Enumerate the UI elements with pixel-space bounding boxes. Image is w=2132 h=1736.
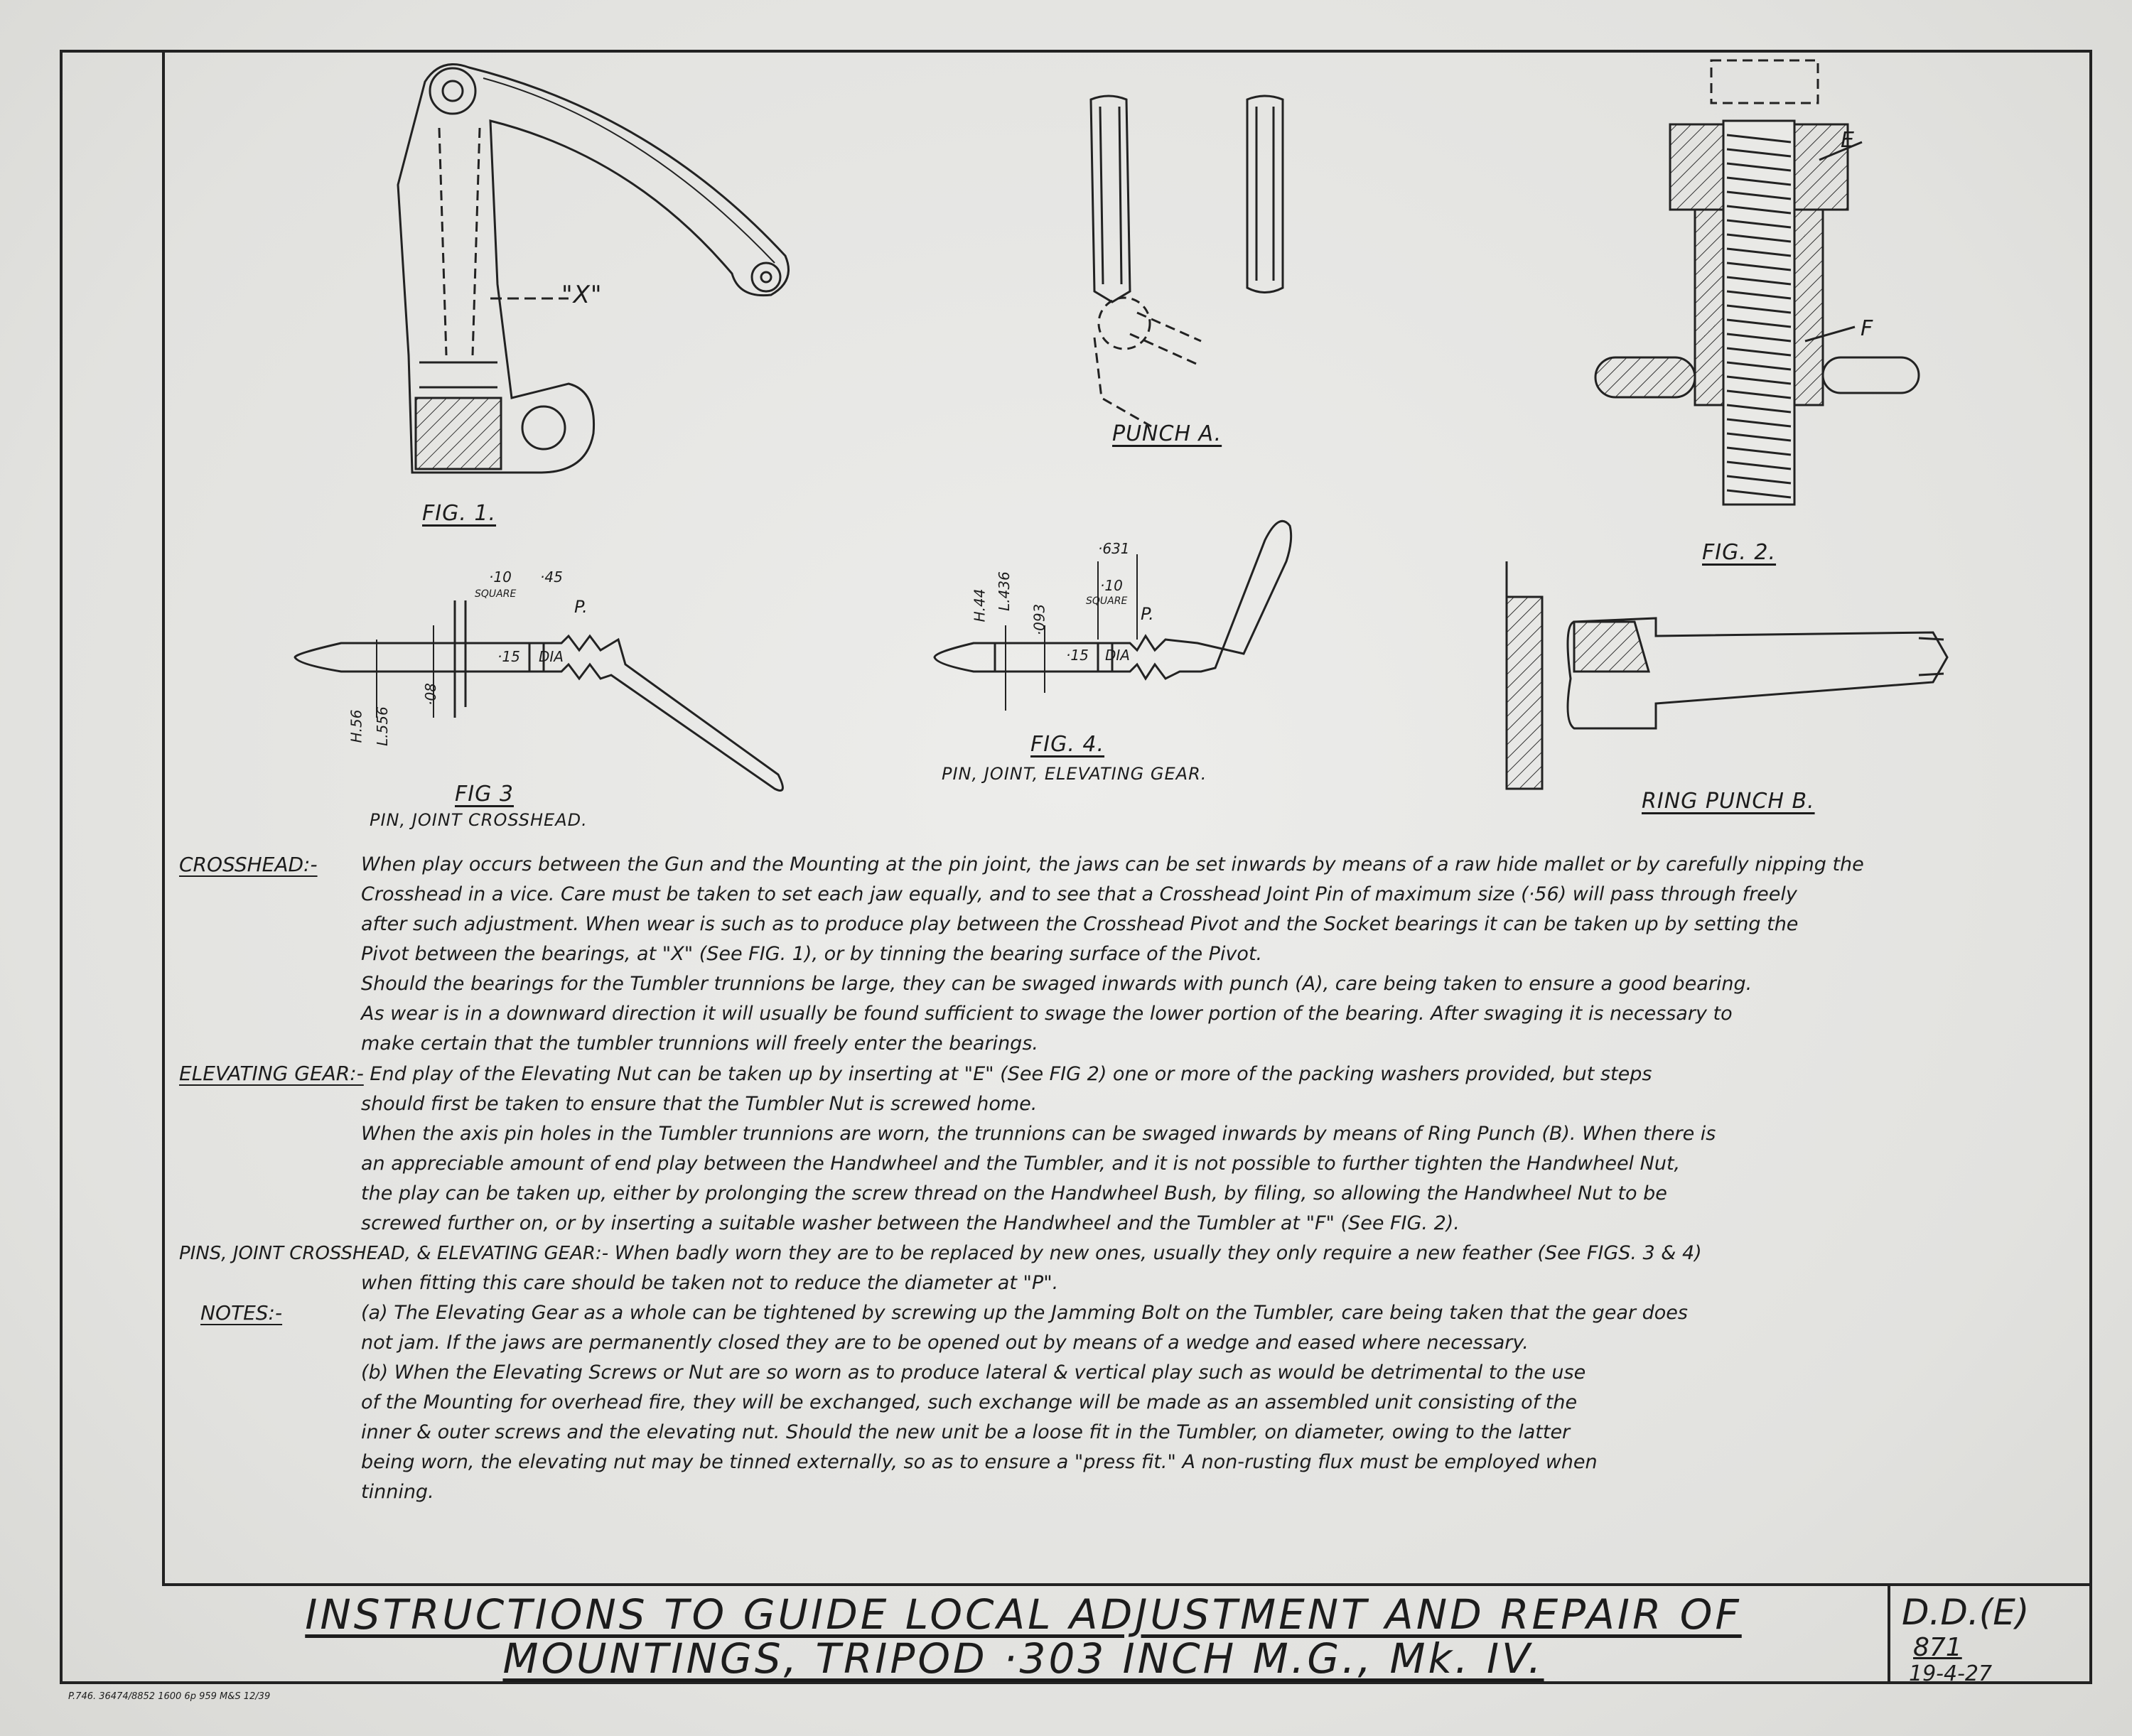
fig4-dim-093: ·093 (1030, 603, 1048, 636)
section-elevating-gear: ELEVATING GEAR:- End play of the Elevati… (179, 1059, 2055, 1239)
fig4-dim-square-size: ·10 (1100, 577, 1123, 594)
fig3-dim-square: SQUARE (475, 588, 517, 600)
section-elevating-gear-heading: ELEVATING GEAR:- (179, 1062, 364, 1085)
crosshead-line-5: Should the bearings for the Tumbler trun… (361, 973, 1753, 995)
fig4-dim-15: ·15 (1066, 647, 1089, 664)
notes-line-7: tinning. (361, 1481, 434, 1503)
notes-line-3: (b) When the Elevating Screws or Nut are… (361, 1362, 1586, 1384)
crosshead-line-7: make certain that the tumbler trunnions … (361, 1033, 1038, 1055)
fig3-dim-dia: DIA (539, 648, 564, 665)
fig2-caption: FIG. 2. (1702, 540, 1777, 565)
elevating-gear-line-5: screwed further on, or by inserting a su… (361, 1212, 1460, 1234)
fig4-dim-p: P. (1141, 604, 1154, 624)
fig3-dim-l556: L.556 (373, 706, 391, 746)
fig4-dim-square: SQUARE (1086, 595, 1128, 607)
crosshead-line-1: When play occurs between the Gun and the… (361, 853, 1864, 875)
fig3-dim-h56: H.56 (348, 709, 365, 743)
section-crosshead: CROSSHEAD:- When play occurs between the… (179, 850, 2055, 1059)
reference-number: 871 (1913, 1633, 1962, 1662)
section-pins-heading: PINS, JOINT CROSSHEAD, & ELEVATING GEAR:… (179, 1243, 609, 1264)
fig3-subtitle: PIN, JOINT CROSSHEAD. (370, 810, 588, 830)
instructions-text: CROSSHEAD:- When play occurs between the… (179, 850, 2055, 1507)
fig2-elevating-screw-drawing (1594, 59, 1920, 506)
fig4-dim-h44: H.44 (971, 588, 989, 622)
ring-punch-b-caption: RING PUNCH B. (1642, 789, 1815, 814)
elevating-gear-line-3: an appreciable amount of end play betwee… (361, 1153, 1681, 1175)
fig2-f-label: F (1861, 316, 1874, 341)
fig1-x-label: "X" (561, 281, 603, 309)
fig1-caption: FIG. 1. (422, 501, 497, 526)
crosshead-line-4: Pivot between the bearings, at "X" (See … (361, 943, 1263, 965)
fig4-dim-dia: DIA (1105, 647, 1130, 664)
fig4-dim-l436: L.436 (995, 571, 1013, 611)
elevating-gear-line-1: should first be taken to ensure that the… (361, 1093, 1038, 1115)
elevating-gear-line-4: the play can be taken up, either by prol… (361, 1182, 1667, 1204)
fig3-caption: FIG 3 (455, 782, 514, 807)
section-pins: PINS, JOINT CROSSHEAD, & ELEVATING GEAR:… (179, 1239, 2055, 1298)
fig4-caption: FIG. 4. (1030, 732, 1105, 757)
fig4-pin-drawing (933, 519, 1293, 681)
fig4-subtitle: PIN, JOINT, ELEVATING GEAR. (942, 764, 1207, 784)
reference-divider (1888, 1583, 1890, 1684)
fig1-crosshead-drawing (397, 63, 790, 474)
crosshead-line-3: after such adjustment. When wear is such… (361, 913, 1799, 935)
notes-line-5: inner & outer screws and the elevating n… (361, 1421, 1571, 1443)
notes-line-2: not jam. If the jaws are permanently clo… (361, 1332, 1529, 1354)
punch-a-caption: PUNCH A. (1112, 421, 1222, 446)
reference-date: 19-4-27 (1909, 1661, 1993, 1686)
printer-mark: P.746. 36474/8852 1600 6p 959 M&S 12/39 (68, 1691, 271, 1702)
elevating-gear-line-2: When the axis pin holes in the Tumbler t… (361, 1123, 1716, 1145)
fig3-dim-square-size: ·10 (489, 568, 512, 586)
notes-line-4: of the Mounting for overhead fire, they … (361, 1391, 1578, 1413)
binding-margin-line (162, 50, 165, 1586)
pins-line-1: when fitting this care should be taken n… (361, 1272, 1059, 1294)
fig2-e-label: E (1841, 128, 1855, 153)
outer-frame (60, 50, 2092, 1684)
elevating-gear-first-line: End play of the Elevating Nut can be tak… (370, 1063, 1652, 1085)
fig3-dim-45: ·45 (540, 568, 563, 586)
fig3-dim-p: P. (574, 597, 588, 617)
section-notes-heading: NOTES:- (200, 1301, 283, 1325)
notes-line-1: (a) The Elevating Gear as a whole can be… (361, 1302, 1688, 1324)
notes-line-6: being worn, the elevating nut may be tin… (361, 1451, 1598, 1473)
section-crosshead-heading: CROSSHEAD:- (179, 853, 318, 876)
title-block-line (162, 1583, 2092, 1586)
fig3-dim-15: ·15 (497, 648, 520, 665)
crosshead-line-2: Crosshead in a vice. Care must be taken … (361, 883, 1797, 905)
fig3-dim-08: ·08 (421, 683, 439, 706)
reference-code: D.D.(E) (1902, 1592, 2030, 1633)
title-line-1: INSTRUCTIONS TO GUIDE LOCAL ADJUSTMENT A… (305, 1590, 1742, 1639)
pins-first-line: When badly worn they are to be replaced … (614, 1242, 1702, 1264)
fig3-pin-drawing (294, 600, 784, 792)
ring-punch-b-drawing (1505, 561, 1949, 790)
title-line-2: MOUNTINGS, TRIPOD ·303 INCH M.G., Mk. IV… (502, 1634, 1544, 1683)
crosshead-line-6: As wear is in a downward direction it wi… (361, 1003, 1733, 1025)
fig4-dim-631: ·631 (1098, 540, 1130, 557)
section-notes: NOTES:- (a) The Elevating Gear as a whol… (179, 1298, 2055, 1507)
punch-a-drawing (1089, 95, 1284, 428)
